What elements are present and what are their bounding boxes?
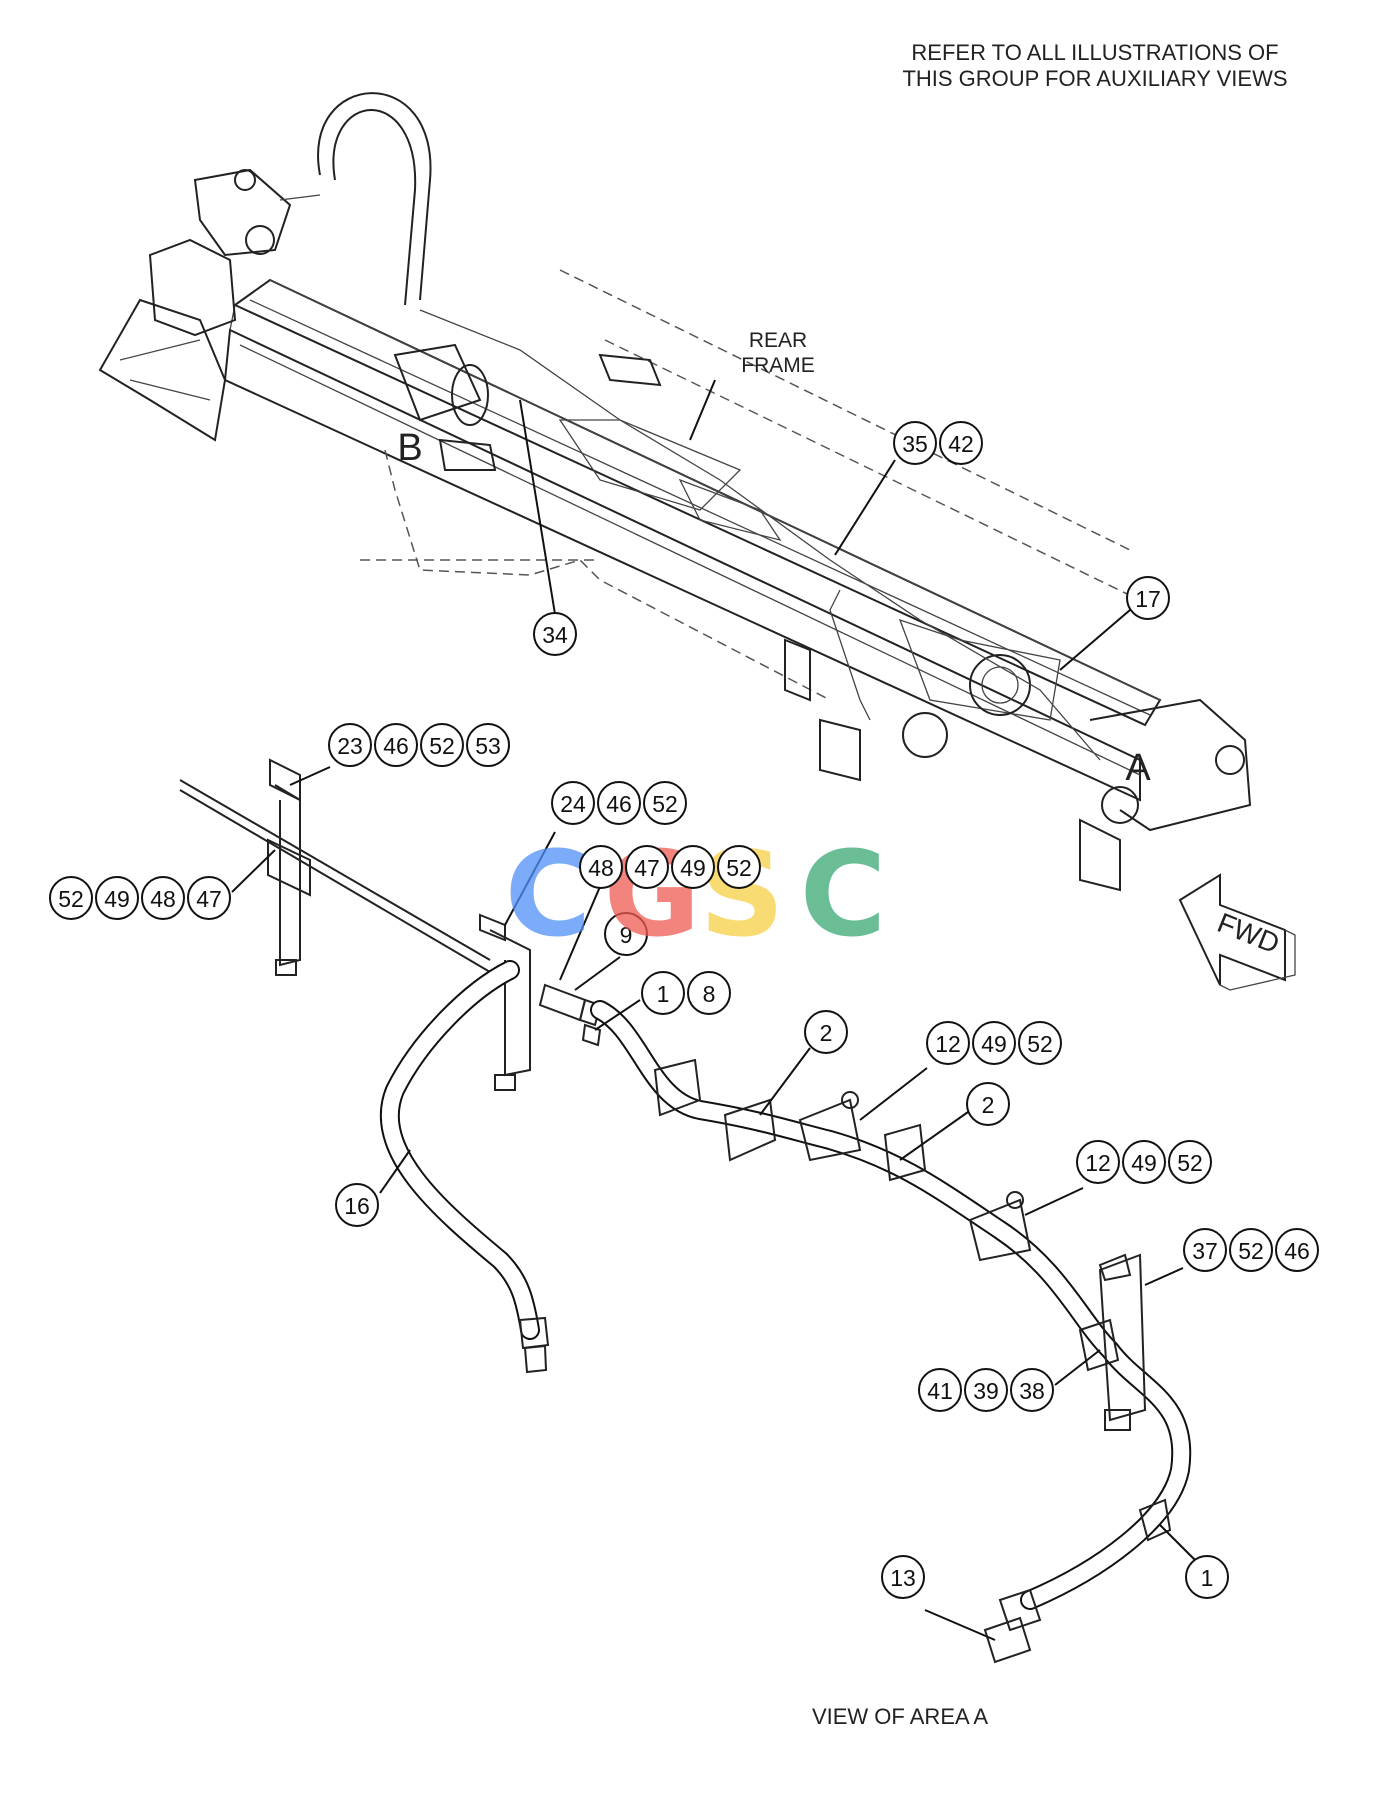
callout-52: 52 xyxy=(1018,1021,1062,1065)
rear-frame-label-line1: REAR xyxy=(749,329,807,352)
svg-text:46: 46 xyxy=(1284,1238,1310,1264)
refer-note-line2: THIS GROUP FOR AUXILIARY VIEWS xyxy=(902,66,1287,91)
callout-24: 24 xyxy=(551,781,595,825)
view-caption: VIEW OF AREA A xyxy=(812,1704,988,1729)
svg-text:49: 49 xyxy=(104,886,130,912)
callout-37: 37 xyxy=(1183,1228,1227,1272)
callout-12: 12 xyxy=(926,1021,970,1065)
svg-text:37: 37 xyxy=(1192,1238,1218,1264)
svg-text:42: 42 xyxy=(948,431,974,457)
svg-text:48: 48 xyxy=(588,855,614,881)
svg-text:1: 1 xyxy=(657,981,670,1007)
fwd-arrow-label: FWD xyxy=(1213,907,1284,960)
svg-text:47: 47 xyxy=(196,886,222,912)
callout-38: 38 xyxy=(1010,1368,1054,1412)
svg-text:2: 2 xyxy=(820,1020,833,1046)
svg-text:9: 9 xyxy=(620,922,633,948)
svg-text:38: 38 xyxy=(1019,1378,1045,1404)
svg-text:13: 13 xyxy=(890,1565,916,1591)
callout-49: 49 xyxy=(1122,1140,1166,1184)
callout-1: 1 xyxy=(1185,1555,1229,1599)
callout-23: 23 xyxy=(328,723,372,767)
svg-text:49: 49 xyxy=(1131,1150,1157,1176)
svg-text:12: 12 xyxy=(1085,1150,1111,1176)
svg-text:12: 12 xyxy=(935,1031,961,1057)
callout-47: 47 xyxy=(625,845,669,889)
svg-text:46: 46 xyxy=(606,791,632,817)
callout-9: 9 xyxy=(604,912,648,956)
callout-48: 48 xyxy=(141,876,185,920)
callout-48: 48 xyxy=(579,845,623,889)
refer-note-line1: REFER TO ALL ILLUSTRATIONS OF xyxy=(911,40,1278,65)
svg-text:23: 23 xyxy=(337,733,363,759)
svg-text:17: 17 xyxy=(1135,586,1161,612)
svg-text:52: 52 xyxy=(652,791,678,817)
fwd-arrow: FWD xyxy=(1178,873,1296,991)
callout-52: 52 xyxy=(49,876,93,920)
callout-12: 12 xyxy=(1076,1140,1120,1184)
callout-46: 46 xyxy=(597,781,641,825)
callout-46: 46 xyxy=(1275,1228,1319,1272)
svg-text:49: 49 xyxy=(981,1031,1007,1057)
view-letter-a: A xyxy=(1125,747,1151,789)
svg-text:49: 49 xyxy=(680,855,706,881)
callout-46: 46 xyxy=(374,723,418,767)
callout-52: 52 xyxy=(717,845,761,889)
svg-text:52: 52 xyxy=(1027,1031,1053,1057)
callout-52: 52 xyxy=(420,723,464,767)
svg-text:35: 35 xyxy=(902,431,928,457)
svg-text:52: 52 xyxy=(429,733,455,759)
svg-text:24: 24 xyxy=(560,791,586,817)
callout-1: 1 xyxy=(641,971,685,1015)
callout-35: 35 xyxy=(893,421,937,465)
callout-52: 52 xyxy=(1229,1228,1273,1272)
svg-text:52: 52 xyxy=(58,886,84,912)
svg-text:48: 48 xyxy=(150,886,176,912)
callout-49: 49 xyxy=(671,845,715,889)
callout-49: 49 xyxy=(972,1021,1016,1065)
svg-text:52: 52 xyxy=(726,855,752,881)
callout-52: 52 xyxy=(643,781,687,825)
watermark-letter-c2: C xyxy=(800,825,887,963)
rear-frame-label-line2: FRAME xyxy=(741,354,815,377)
area-a-harness-detail xyxy=(179,758,1192,1664)
svg-text:2: 2 xyxy=(982,1092,995,1118)
svg-text:52: 52 xyxy=(1177,1150,1203,1176)
callout-47: 47 xyxy=(187,876,231,920)
callout-41: 41 xyxy=(918,1368,962,1412)
callout-bubbles-front: 48 47 49 52 xyxy=(579,845,761,889)
svg-text:41: 41 xyxy=(927,1378,953,1404)
callout-34: 34 xyxy=(533,612,577,656)
callout-bubbles: 34 35 42 17 23 46 52 53 24 46 52 52 49 4… xyxy=(49,421,1319,1599)
callout-53: 53 xyxy=(466,723,510,767)
svg-text:1: 1 xyxy=(1201,1565,1214,1591)
callout-49: 49 xyxy=(95,876,139,920)
callout-17: 17 xyxy=(1126,576,1170,620)
callout-52: 52 xyxy=(1168,1140,1212,1184)
callout-2: 2 xyxy=(804,1010,848,1054)
svg-text:16: 16 xyxy=(344,1193,370,1219)
callout-39: 39 xyxy=(964,1368,1008,1412)
svg-text:34: 34 xyxy=(542,622,568,648)
rear-frame-illustration: REAR FRAME B A xyxy=(98,92,1252,892)
leader-lines xyxy=(231,399,1196,1641)
callout-16: 16 xyxy=(335,1183,379,1227)
callout-42: 42 xyxy=(939,421,983,465)
callout-8: 8 xyxy=(687,971,731,1015)
callout-13: 13 xyxy=(881,1555,925,1599)
svg-text:53: 53 xyxy=(475,733,501,759)
watermark-letter-c1: C xyxy=(505,825,592,963)
svg-text:39: 39 xyxy=(973,1378,999,1404)
svg-text:52: 52 xyxy=(1238,1238,1264,1264)
svg-text:8: 8 xyxy=(703,981,716,1007)
svg-text:47: 47 xyxy=(634,855,660,881)
svg-text:46: 46 xyxy=(383,733,409,759)
callout-2: 2 xyxy=(966,1082,1010,1126)
view-letter-b: B xyxy=(397,427,422,469)
